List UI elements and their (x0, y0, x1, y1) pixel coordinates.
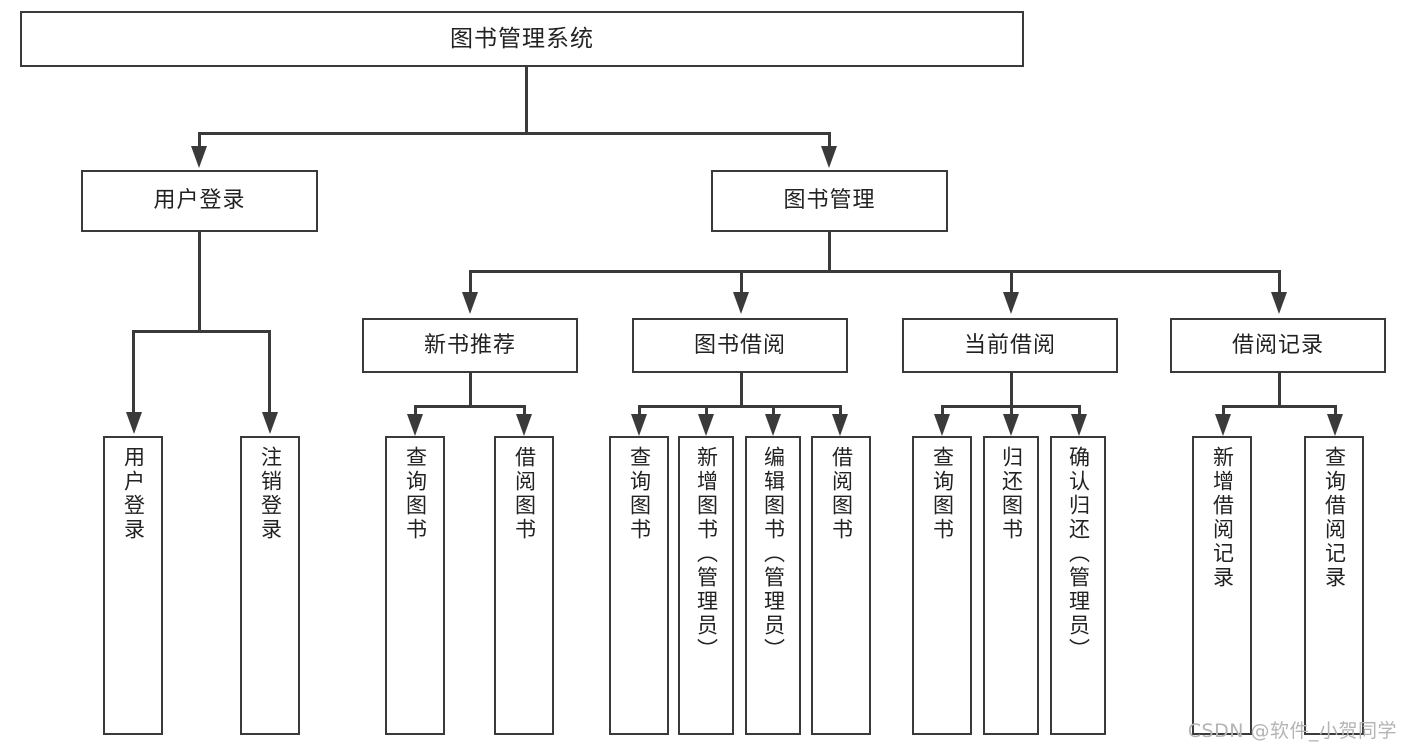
connector-nbr-stem (469, 373, 472, 407)
arrow-bm-to-borrow-record (1271, 292, 1287, 314)
leaf-cb-query-book[interactable]: 查询图书 (912, 436, 972, 735)
node-label: 图书管理 (783, 188, 876, 214)
arrow-user-login-leaf-1 (126, 412, 142, 434)
node-label: 图书管理系统 (450, 25, 594, 52)
arrow-bm-to-current-borrow (1003, 292, 1019, 314)
leaf-bb-edit-book-admin[interactable]: 编辑图书（管理员） (745, 436, 801, 735)
node-label: 查询图书 (627, 446, 652, 542)
node-current-borrow[interactable]: 当前借阅 (902, 318, 1118, 373)
arrow-nbr-leaf-1 (407, 414, 423, 436)
node-label: 查询借阅记录 (1322, 446, 1347, 590)
leaf-bb-query-book[interactable]: 查询图书 (609, 436, 669, 735)
connector-br-drop-2 (1334, 405, 1337, 417)
node-label: 编辑图书（管理员） (761, 446, 786, 662)
connector-nbr-drop-1 (414, 405, 417, 417)
connector-cb-drop-1 (941, 405, 944, 417)
node-label: 借阅记录 (1231, 332, 1324, 358)
arrow-cb-leaf-2 (1003, 414, 1019, 436)
connector-br-bar (1222, 405, 1336, 408)
connector-bb-stem (740, 373, 743, 407)
leaf-user-login-login[interactable]: 用户登录 (103, 436, 163, 735)
connector-user-login-drop-2 (268, 330, 271, 415)
arrow-cb-leaf-1 (934, 414, 950, 436)
arrow-nbr-leaf-2 (516, 414, 532, 436)
connector-bm-drop-1 (469, 270, 472, 295)
node-label: 确认归还（管理员） (1066, 446, 1091, 662)
node-label: 新书推荐 (423, 332, 516, 358)
leaf-cb-confirm-return-admin[interactable]: 确认归还（管理员） (1050, 436, 1106, 735)
leaf-user-login-logout[interactable]: 注销登录 (240, 436, 300, 735)
connector-cb-drop-3 (1078, 405, 1081, 417)
leaf-bb-borrow-book[interactable]: 借阅图书 (811, 436, 871, 735)
node-label: 归还图书 (999, 446, 1024, 542)
node-book-borrow[interactable]: 图书借阅 (632, 318, 848, 373)
connector-nbr-bar (414, 405, 526, 408)
arrow-bb-leaf-1 (631, 414, 647, 436)
node-book-management[interactable]: 图书管理 (711, 170, 948, 232)
arrow-root-to-book-management (821, 146, 837, 168)
node-label: 借阅图书 (829, 446, 854, 542)
arrow-bb-leaf-2 (698, 414, 714, 436)
connector-nbr-drop-2 (523, 405, 526, 417)
connector-bb-bar (638, 405, 842, 408)
node-label: 图书借阅 (693, 332, 786, 358)
connector-user-login-drop-1 (132, 330, 135, 415)
arrow-bb-leaf-4 (832, 414, 848, 436)
leaf-cb-return-book[interactable]: 归还图书 (983, 436, 1039, 735)
node-label: 新增借阅记录 (1210, 446, 1235, 590)
connector-bb-drop-4 (839, 405, 842, 417)
node-label: 用户登录 (153, 188, 246, 214)
node-new-book-recommend[interactable]: 新书推荐 (362, 318, 578, 373)
connector-book-management-stem (828, 232, 831, 272)
connector-user-login-bar (132, 330, 268, 333)
connector-root-to-user-login (198, 132, 201, 149)
node-root-book-management-system[interactable]: 图书管理系统 (20, 11, 1024, 67)
connector-bb-drop-1 (638, 405, 641, 417)
connector-user-login-stem (198, 232, 201, 333)
connector-cb-drop-2 (1010, 405, 1013, 417)
connector-cb-stem (1010, 373, 1013, 407)
connector-bb-drop-3 (772, 405, 775, 417)
node-label: 查询图书 (403, 446, 428, 542)
node-user-login[interactable]: 用户登录 (81, 170, 318, 232)
node-borrow-record[interactable]: 借阅记录 (1170, 318, 1386, 373)
node-label: 用户登录 (121, 446, 146, 542)
connector-bm-drop-4 (1278, 270, 1281, 295)
arrow-bm-to-new-book-recommend (462, 292, 478, 314)
arrow-user-login-leaf-2 (262, 412, 278, 434)
connector-br-drop-1 (1222, 405, 1225, 417)
leaf-br-add-record[interactable]: 新增借阅记录 (1192, 436, 1252, 735)
arrow-cb-leaf-3 (1071, 414, 1087, 436)
connector-br-stem (1278, 373, 1281, 407)
node-label: 当前借阅 (963, 332, 1056, 358)
leaf-bb-add-book-admin[interactable]: 新增图书（管理员） (678, 436, 734, 735)
leaf-nbr-borrow-book[interactable]: 借阅图书 (494, 436, 554, 735)
arrow-br-leaf-1 (1215, 414, 1231, 436)
node-label: 查询图书 (930, 446, 955, 542)
node-label: 新增图书（管理员） (694, 446, 719, 662)
arrow-root-to-user-login (191, 146, 207, 168)
arrow-br-leaf-2 (1327, 414, 1343, 436)
connector-bm-drop-3 (1010, 270, 1013, 295)
connector-root-to-book-management (828, 132, 831, 149)
arrow-bm-to-book-borrow (733, 292, 749, 314)
connector-root-stem (525, 67, 528, 132)
connector-book-management-bar (469, 270, 1281, 273)
node-label: 注销登录 (258, 446, 283, 542)
connector-bb-drop-2 (705, 405, 708, 417)
arrow-bb-leaf-3 (765, 414, 781, 436)
connector-root-bar (198, 132, 830, 135)
leaf-br-query-record[interactable]: 查询借阅记录 (1304, 436, 1364, 735)
leaf-nbr-query-book[interactable]: 查询图书 (385, 436, 445, 735)
connector-bm-drop-2 (740, 270, 743, 295)
node-label: 借阅图书 (512, 446, 537, 542)
